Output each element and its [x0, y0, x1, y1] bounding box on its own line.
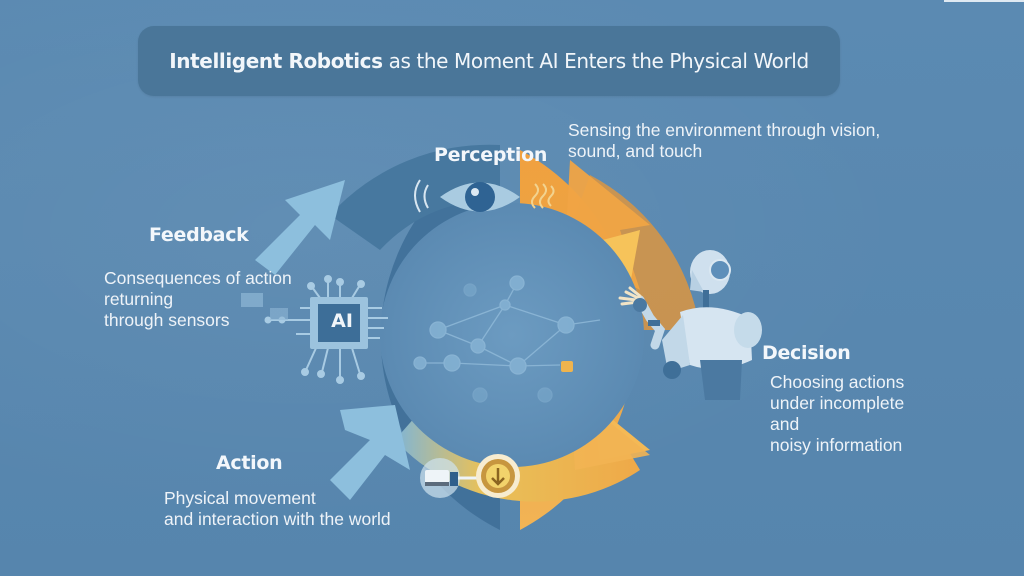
perception-description: Sensing the environment through vision, …: [568, 120, 880, 162]
sound-wave-icon: [531, 183, 555, 209]
action-desc-line: and interaction with the world: [164, 509, 391, 529]
decision-heading: Decision: [762, 342, 851, 364]
title-bold: Intelligent Robotics: [169, 49, 383, 73]
ai-chip-icon: [241, 275, 388, 384]
title-banner: Intelligent Robotics as the Moment AI En…: [138, 26, 840, 96]
page-title: Intelligent Robotics as the Moment AI En…: [169, 49, 809, 73]
action-desc-line: Physical movement: [164, 488, 316, 508]
action-heading: Action: [216, 452, 283, 474]
robotic-arm-icon: [420, 454, 520, 498]
arrow-action-up-icon: [330, 405, 410, 500]
decision-desc-line: under incomplete: [770, 393, 905, 413]
yellow-node: [561, 361, 573, 372]
corner-divider: [944, 0, 1024, 2]
feedback-heading: Feedback: [149, 224, 249, 246]
title-rest: as the Moment AI Enters the Physical Wor…: [382, 49, 810, 73]
perception-heading: Perception: [434, 144, 548, 166]
feedback-desc-line: through sensors: [104, 310, 230, 330]
ai-chip-label: AI: [331, 310, 353, 332]
robot-icon: [618, 250, 762, 400]
center-circle: [380, 203, 644, 467]
feedback-desc-line: returning: [104, 289, 174, 309]
decision-description: Choosing actions under incomplete and no…: [770, 372, 904, 456]
eye-icon: [414, 179, 520, 213]
perception-desc-line: Sensing the environment through vision,: [568, 120, 881, 140]
feedback-desc-line: Consequences of action: [104, 268, 292, 288]
arrow-feedback-up-icon: [255, 180, 345, 275]
neural-network-icon: [413, 275, 601, 403]
decision-desc-line: and: [770, 414, 800, 434]
perception-desc-line: sound, and touch: [568, 141, 703, 161]
action-description: Physical movement and interaction with t…: [164, 488, 391, 530]
decision-desc-line: Choosing actions: [770, 372, 905, 392]
feedback-description: Consequences of action returning through…: [104, 268, 292, 331]
decision-desc-line: noisy information: [770, 435, 903, 455]
